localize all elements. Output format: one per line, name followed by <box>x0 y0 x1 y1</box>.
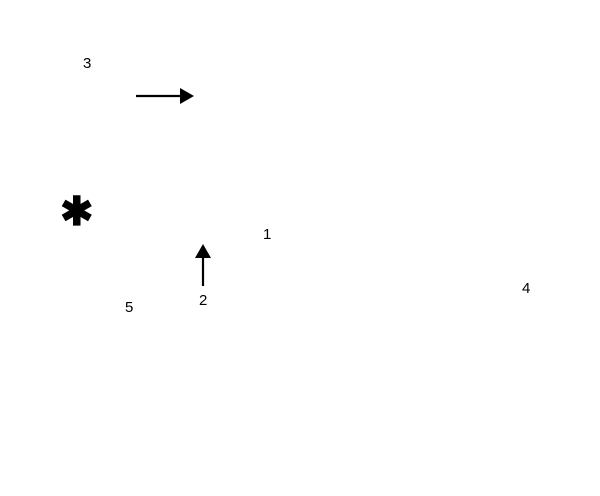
marker-label-5: 5 <box>125 299 134 316</box>
up-pointing-arrow-icon <box>195 244 211 286</box>
marker-label-2: 2 <box>199 292 208 309</box>
arrow-head <box>180 88 194 104</box>
marker-label-3: 3 <box>83 55 92 72</box>
marker-label-1: 1 <box>263 226 272 243</box>
asterisk-icon: ✱ <box>60 190 94 234</box>
arrow-head <box>195 244 211 258</box>
right-pointing-arrow-icon <box>136 88 194 104</box>
marker-label-4: 4 <box>522 280 531 297</box>
